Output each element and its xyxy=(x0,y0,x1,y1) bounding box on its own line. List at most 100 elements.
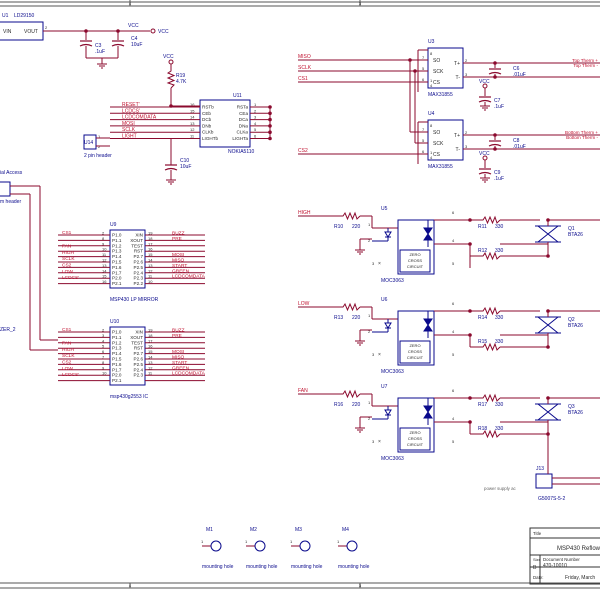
thermo-pin-name: T+ xyxy=(454,133,460,139)
triac-ref: Q1 xyxy=(568,226,575,232)
thermo-out-minus: Bottom Therm - xyxy=(566,135,598,140)
mcu-pin-num: 16 xyxy=(102,279,107,284)
mcu-pin-name: P2.0 xyxy=(112,373,122,378)
mcu-net-right: LCDCOMDATA xyxy=(172,371,206,377)
opto-r-val: 220 xyxy=(352,224,361,230)
mcu-u10 xyxy=(109,326,146,386)
thermo-pin-name: CS xyxy=(433,80,441,86)
mcu-pin-num: 12 xyxy=(148,365,153,370)
connector-j13 xyxy=(535,473,553,489)
mcu-pin-num: 18 xyxy=(148,236,153,241)
lcd-pin-right: 1 xyxy=(254,102,257,107)
thermo-pin-num: 7 xyxy=(422,127,425,132)
regulator-part: LD29150 xyxy=(14,13,35,19)
opto-input-resistor xyxy=(340,389,361,399)
lcd-pin-right: 5 xyxy=(254,127,257,132)
mcu-net-left: FAN xyxy=(62,341,72,347)
opto-pin: 1 xyxy=(368,400,371,405)
lcd-net-3: MOSI xyxy=(122,121,135,127)
u14-ref: U14 xyxy=(84,140,93,146)
opto-ref: U6 xyxy=(381,297,388,303)
thermo-out-minus: Top Therm - xyxy=(573,63,598,68)
opto-pin: 1 xyxy=(368,313,371,318)
mcu-pin-name: P1.3 xyxy=(112,346,122,351)
left-note: ial Access xyxy=(0,170,23,176)
vcc-label: VCC xyxy=(479,79,490,85)
junction-dot xyxy=(493,61,497,65)
thermo-pin-1: 1 xyxy=(430,150,433,155)
thermo-pin-num: 3 xyxy=(465,144,468,149)
mcu-net-right: MOSI xyxy=(172,349,184,355)
mcu-pin-name: P1.4 xyxy=(112,351,122,356)
net-cs2-label: CS2 xyxy=(298,148,308,154)
zc-text: CIRCUIT xyxy=(407,355,424,360)
cap2-val: .1uF xyxy=(494,176,504,182)
lcd-pin-name-right: DCa xyxy=(239,117,249,122)
pin-number: 2 xyxy=(45,25,48,30)
junction-dot xyxy=(468,309,472,313)
net-cs1-label: CS1 xyxy=(298,76,308,82)
j13-part: G5007S-5-2 xyxy=(538,496,565,502)
thermo-out-plus: Top Therm + xyxy=(572,58,598,63)
zc-text: ZERO xyxy=(409,343,420,348)
rb-resistor xyxy=(480,429,501,439)
mcu-pin-name: XIN xyxy=(135,330,143,335)
lcd-net-1: LCDCS' xyxy=(122,108,140,114)
lcd-pin-left: 15 xyxy=(190,108,195,113)
mcu-pin-name: P2.5 xyxy=(134,265,144,270)
opto-net-label: HIGH xyxy=(298,210,311,216)
mcu-net-right: PRE xyxy=(172,236,182,242)
mcu-pin-num: 4 xyxy=(102,338,105,343)
mcu-pin-num: 13 xyxy=(148,263,153,268)
opto-net-label: LOW xyxy=(298,301,310,307)
mcu-part: msp430g2553 IC xyxy=(110,394,148,400)
mcu-pin-name: P1.5 xyxy=(112,357,122,362)
mounting-ref: M3 xyxy=(295,527,302,533)
mcu-pin-name: P2.6 xyxy=(134,260,144,265)
mcu-net-left: LCDCS' xyxy=(62,372,79,378)
mcu-pin-name: P1.3 xyxy=(112,249,122,254)
left-note: m header xyxy=(0,199,21,205)
thermo-pin-4: 4 xyxy=(430,155,433,160)
mounting-pin: 1 xyxy=(201,539,204,544)
lcd-pin-name-right: DNa xyxy=(239,123,249,128)
c4-ref: C4 xyxy=(131,36,138,42)
thermo-pin-name: T- xyxy=(456,75,461,81)
mcu-pin-name: XOUT xyxy=(130,335,143,340)
thermo-pin-num: 7 xyxy=(422,55,425,60)
triac-icon xyxy=(536,403,560,421)
zero-cross-box xyxy=(399,249,431,273)
mcu-pin-num: 17 xyxy=(148,338,153,343)
cap2-ref: C7 xyxy=(494,98,501,104)
junction-dot xyxy=(468,242,472,246)
opto-pin: 5 xyxy=(452,439,455,444)
mounting-ref: M1 xyxy=(206,527,213,533)
mcu-net-right: LCDCOMDATA xyxy=(172,274,206,280)
opto-pin: 4 xyxy=(452,416,455,421)
mcu-pin-name: P1.1 xyxy=(112,238,122,243)
opto-package xyxy=(397,310,435,366)
rb-ref: R15 xyxy=(478,339,487,345)
lcd-pin-name-left: DCb xyxy=(202,117,212,122)
ra-ref: R14 xyxy=(478,315,487,321)
lcd-pin-name-left: RSTb xyxy=(202,105,214,110)
mounting-hole-icon xyxy=(346,540,358,552)
mcu-pin-name: P1.0 xyxy=(112,330,122,335)
mcu-pin-name: XOUT xyxy=(130,238,143,243)
thermo-u3 xyxy=(427,47,464,89)
border-number: 4 xyxy=(129,1,132,6)
thermo-pin-8: 8 xyxy=(430,51,433,56)
c3-ref: C3 xyxy=(95,43,102,49)
junction-dot xyxy=(493,147,497,151)
lcd-pin-name-right: RSTa xyxy=(237,105,249,110)
no-connect-mark: × xyxy=(378,261,381,267)
thermo-pin-num: 3 xyxy=(465,72,468,77)
cap2-val: .1uF xyxy=(494,104,504,110)
mcu-net-left: HIGH xyxy=(62,347,75,353)
rb-val: 330 xyxy=(495,248,504,254)
r19-val: 4.7K xyxy=(176,79,187,85)
lcd-pin-left: 16 xyxy=(190,102,195,107)
zero-cross-box xyxy=(399,427,431,451)
mcu-net-left: FAN xyxy=(62,244,72,250)
junction-dot xyxy=(408,58,412,62)
